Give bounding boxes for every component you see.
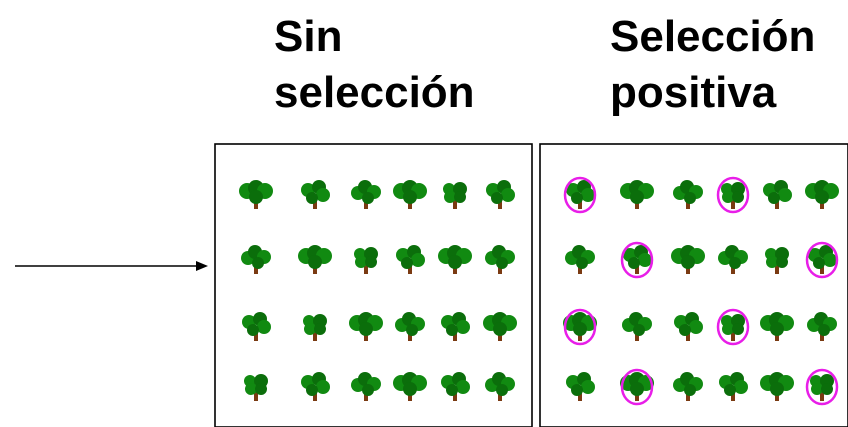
tree-icon (671, 245, 705, 274)
tree-icon (718, 245, 748, 274)
tree-icon (566, 180, 595, 209)
panel-title-positive-selection: Selección positiva (610, 12, 816, 117)
tree-icon (565, 245, 595, 274)
tree-icon (673, 180, 703, 209)
tree-icon (760, 372, 794, 401)
tree-icon (396, 245, 425, 274)
tree-icon (241, 245, 271, 274)
tree-icon (441, 312, 470, 341)
tree-icon (393, 180, 427, 209)
panel-title-no-selection: Sin selección (274, 12, 475, 117)
tree-icon (810, 374, 834, 401)
tree-icon (763, 180, 792, 209)
tree-icon (438, 245, 472, 274)
tree-icon (623, 245, 652, 274)
selection-circle-icon (563, 176, 597, 214)
tree-icon (351, 372, 381, 401)
selection-circle-icon (805, 368, 839, 406)
tree-icon (298, 245, 332, 274)
arrow-right-icon (15, 261, 208, 271)
tree-icon (620, 180, 654, 209)
selection-circle-icon (805, 241, 839, 279)
tree-icon (808, 245, 837, 274)
tree-icon (673, 372, 703, 401)
tree-icon (674, 312, 703, 341)
tree-icon (807, 312, 837, 341)
tree-icon (301, 372, 330, 401)
selection-circle-icon (563, 308, 597, 346)
tree-icon (760, 312, 794, 341)
tree-icon (486, 180, 515, 209)
selection-circle-icon (620, 241, 654, 279)
tree-icon (805, 180, 839, 209)
tree-icon (566, 372, 595, 401)
tree-grid-no-selection (239, 180, 517, 401)
tree-icon (765, 247, 789, 274)
selection-circle-icon (716, 176, 750, 214)
tree-icon (395, 312, 425, 341)
tree-icon (349, 312, 383, 341)
panel-frame-positive-selection (539, 143, 848, 427)
tree-icon (244, 374, 268, 401)
tree-icon (485, 372, 515, 401)
tree-icon (483, 312, 517, 341)
tree-icon (354, 247, 378, 274)
tree-icon (443, 182, 467, 209)
tree-icon (622, 312, 652, 341)
tree-icon (485, 245, 515, 274)
tree-icon (441, 372, 470, 401)
tree-icon (721, 182, 745, 209)
tree-icon (393, 372, 427, 401)
tree-icon (303, 314, 327, 341)
tree-icon (351, 180, 381, 209)
tree-icon (301, 180, 330, 209)
selection-circle-icon (716, 308, 750, 346)
tree-icon (721, 314, 745, 341)
tree-icon (242, 312, 271, 341)
tree-icon (719, 372, 748, 401)
selection-circle-icon (620, 368, 654, 406)
tree-grid-positive-selection (563, 176, 839, 406)
tree-icon (239, 180, 273, 209)
panel-frame-no-selection (214, 143, 533, 427)
